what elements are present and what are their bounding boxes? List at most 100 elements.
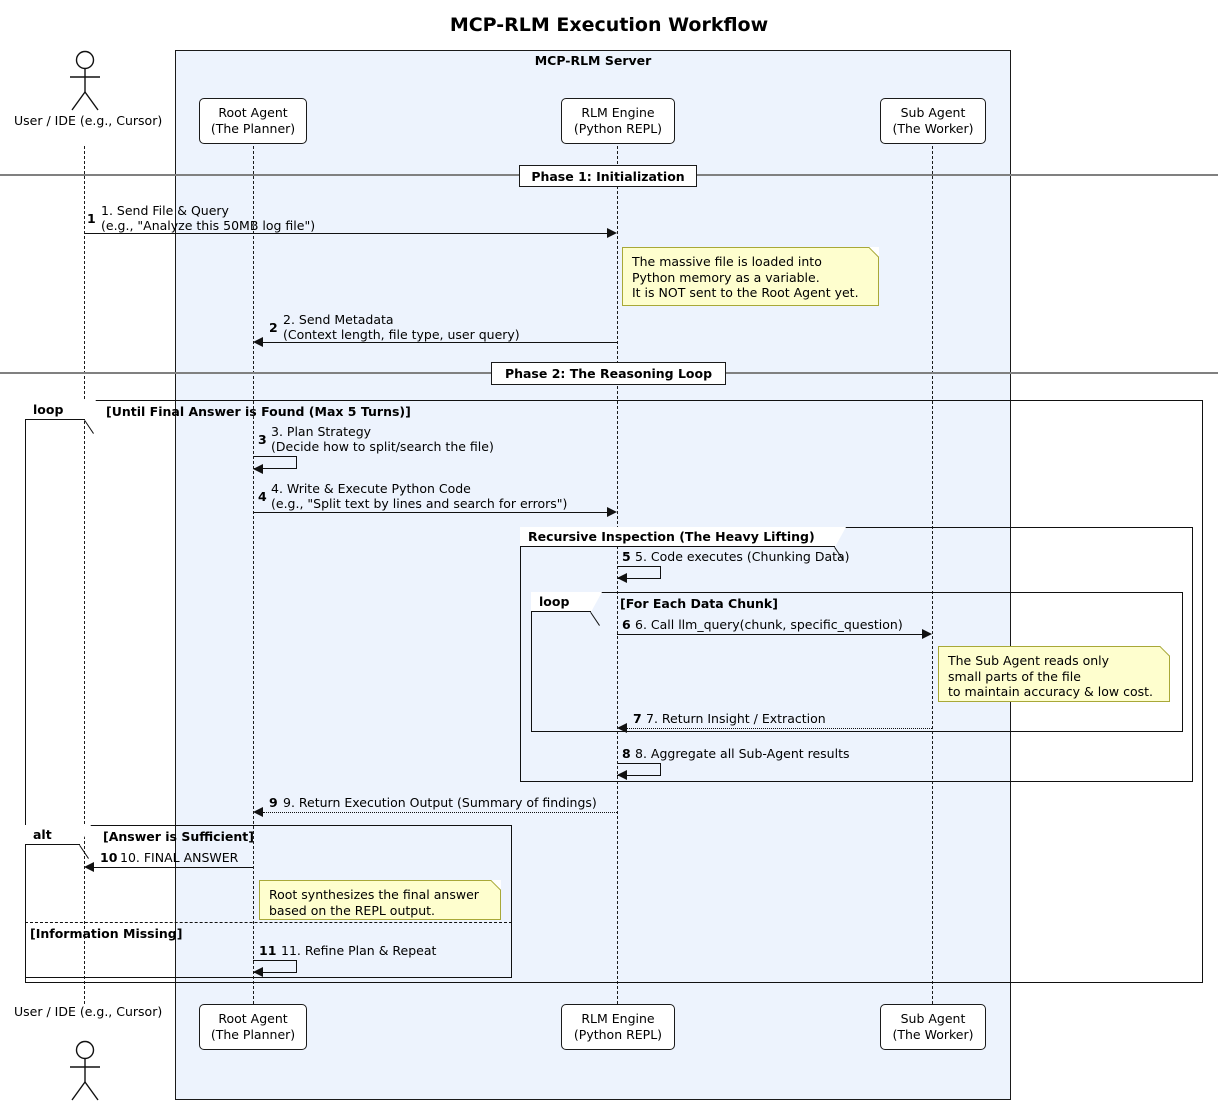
note-file-loaded-fold (869, 247, 879, 257)
participant-rlm-engine-name: RLM Engine (581, 105, 655, 120)
participant-sub-agent-name: Sub Agent (900, 105, 966, 120)
message-1-label: 1. Send File & Query (e.g., "Analyze thi… (101, 203, 315, 233)
participant-rlm-engine-sub: (Python REPL) (573, 121, 663, 136)
message-4-line1: 4. Write & Execute Python Code (271, 481, 471, 496)
message-3-number: 3 (258, 432, 267, 447)
frame-alt-answer (25, 825, 512, 978)
actor-name-top: User / IDE (14, 113, 76, 128)
actor-name-bottom: User / IDE (14, 1004, 76, 1019)
participant-sub-agent-top[interactable]: Sub Agent (The Worker) (880, 98, 986, 144)
actor-user-ide-bottom[interactable] (64, 1040, 106, 1102)
message-7-number: 7 (633, 711, 642, 726)
frame-group-recursive-inspection-tab-slant (835, 527, 846, 547)
message-8-arrow (617, 770, 627, 780)
message-2-arrow (253, 337, 263, 347)
message-9-line (263, 812, 617, 813)
message-3-self-box (253, 456, 297, 469)
participant-root-agent-top[interactable]: Root Agent (The Planner) (199, 98, 307, 144)
lifeline-sub-agent (932, 146, 933, 1004)
message-1-arrow (607, 228, 617, 238)
frame-loop-each-chunk-tab: loop (531, 592, 591, 612)
note-sub-agent-reads-fold (1160, 646, 1170, 656)
note-file-loaded: The massive file is loaded into Python m… (622, 247, 879, 306)
message-10-label: 10. FINAL ANSWER (120, 850, 239, 865)
frame-loop-each-chunk-condition: [For Each Data Chunk] (620, 596, 778, 611)
frame-group-recursive-inspection (520, 527, 1193, 782)
message-7-label: 7. Return Insight / Extraction (646, 711, 826, 726)
message-7-arrow (617, 723, 627, 733)
lifeline-user-ide (84, 146, 85, 1004)
frame-loop-outer-tab: loop (25, 400, 85, 420)
actor-user-ide-top[interactable] (64, 50, 106, 112)
message-4-number: 4 (258, 489, 267, 504)
message-5-arrow (617, 573, 627, 583)
frame-loop-each-chunk-tab-slant (591, 592, 602, 612)
message-6-line (617, 634, 924, 635)
note-root-synthesizes: Root synthesizes the final answer based … (259, 880, 501, 920)
participant-root-agent-name: Root Agent (218, 105, 288, 120)
message-9-label: 9. Return Execution Output (Summary of f… (283, 795, 597, 810)
participant-sub-agent-name-bottom: Sub Agent (900, 1011, 966, 1026)
frame-alt-answer-condition: [Answer is Sufficient] (103, 829, 254, 844)
message-6-label: 6. Call llm_query(chunk, specific_questi… (635, 617, 903, 632)
frame-alt-answer-tab-slant (80, 825, 91, 845)
message-2-line1: 2. Send Metadata (283, 312, 394, 327)
message-9-number: 9 (269, 795, 278, 810)
page-title: MCP-RLM Execution Workflow (449, 14, 769, 36)
message-5-self-box (617, 566, 661, 579)
participant-sub-agent-sub: (The Worker) (892, 121, 974, 136)
divider-phase-2: Phase 2: The Reasoning Loop (491, 362, 726, 385)
actor-label-top: User / IDE (e.g., Cursor) (14, 113, 162, 129)
frame-loop-each-chunk-type: loop (539, 594, 570, 609)
frame-loop-outer (25, 400, 1203, 983)
participant-sub-agent-sub-bottom: (The Worker) (892, 1027, 974, 1042)
frame-alt-answer-else-condition: [Information Missing] (30, 926, 183, 941)
message-1-number: 1 (87, 211, 96, 226)
message-3-arrow (253, 464, 263, 474)
message-8-self-box (617, 763, 661, 776)
message-11-number: 11 (259, 943, 277, 958)
note-root-synthesizes-fold (491, 880, 501, 890)
group-box-mcp-rlm-server (175, 50, 1011, 1100)
participant-rlm-engine-top[interactable]: RLM Engine (Python REPL) (561, 98, 675, 144)
message-6-number: 6 (622, 617, 631, 632)
message-2-number: 2 (269, 320, 278, 335)
lifeline-root-agent (253, 146, 254, 1004)
message-10-number: 10 (100, 850, 118, 865)
participant-rlm-engine-sub-bottom: (Python REPL) (573, 1027, 663, 1042)
participant-rlm-engine-bottom[interactable]: RLM Engine (Python REPL) (561, 1004, 675, 1050)
message-5-label: 5. Code executes (Chunking Data) (635, 549, 850, 564)
message-9-arrow (253, 807, 263, 817)
participant-root-agent-name-bottom: Root Agent (218, 1011, 288, 1026)
message-3-line2: (Decide how to split/search the file) (271, 439, 494, 454)
message-11-self-box (253, 960, 297, 973)
message-2-line (263, 342, 617, 343)
frame-alt-answer-tab: alt (25, 825, 80, 845)
frame-alt-answer-divider (25, 922, 512, 923)
frame-loop-outer-condition: [Until Final Answer is Found (Max 5 Turn… (106, 404, 411, 419)
frame-group-recursive-inspection-tab: Recursive Inspection (The Heavy Lifting) (520, 527, 835, 547)
message-1-line (84, 233, 609, 234)
message-11-label: 11. Refine Plan & Repeat (281, 943, 437, 958)
frame-loop-outer-type: loop (33, 402, 64, 417)
actor-sub-top: (e.g., Cursor) (79, 113, 163, 128)
message-3-label: 3. Plan Strategy (Decide how to split/se… (271, 424, 494, 454)
message-8-number: 8 (622, 746, 631, 761)
participant-root-agent-sub: (The Planner) (210, 121, 296, 136)
actor-sub-bottom: (e.g., Cursor) (79, 1004, 163, 1019)
message-5-number: 5 (622, 549, 631, 564)
note-sub-agent-reads: The Sub Agent reads only small parts of … (938, 646, 1170, 702)
message-3-line1: 3. Plan Strategy (271, 424, 372, 439)
message-4-line (253, 512, 609, 513)
divider-phase-1-label: Phase 1: Initialization (531, 168, 685, 184)
participant-rlm-engine-name-bottom: RLM Engine (581, 1011, 655, 1026)
message-1-line2: (e.g., "Analyze this 50MB log file") (101, 218, 316, 233)
message-4-line2: (e.g., "Split text by lines and search f… (271, 496, 568, 511)
message-10-line (94, 867, 253, 868)
divider-phase-1: Phase 1: Initialization (519, 165, 697, 187)
participant-root-agent-bottom[interactable]: Root Agent (The Planner) (199, 1004, 307, 1050)
message-7-line (627, 728, 932, 729)
message-2-label: 2. Send Metadata (Context length, file t… (283, 312, 520, 342)
participant-sub-agent-bottom[interactable]: Sub Agent (The Worker) (880, 1004, 986, 1050)
